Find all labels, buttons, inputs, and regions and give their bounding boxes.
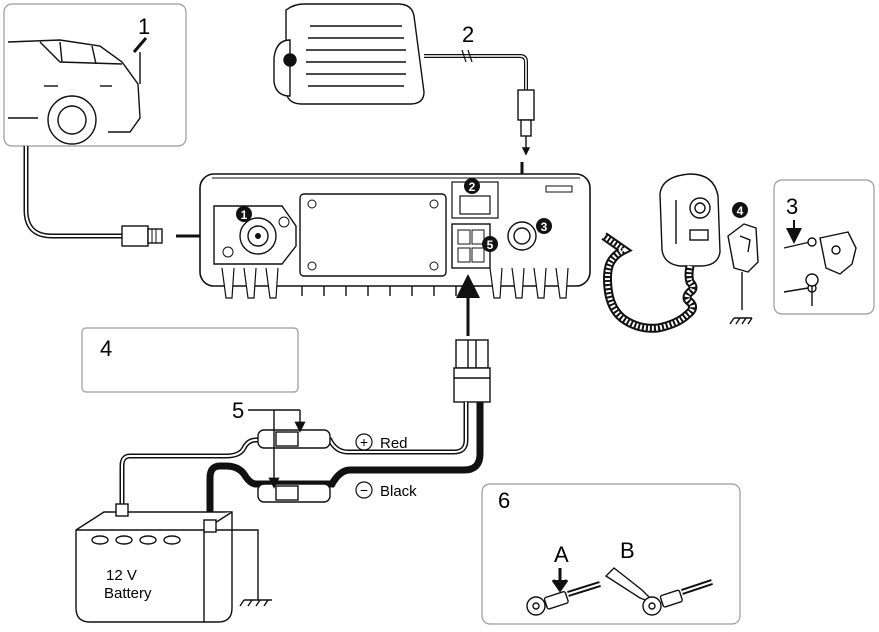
antenna-connector-icon xyxy=(121,225,163,247)
callout-5: 5 xyxy=(232,398,244,423)
ground-icon xyxy=(216,529,272,607)
svg-text:4: 4 xyxy=(737,204,744,218)
bracket-icon xyxy=(805,231,857,306)
svg-text:3: 3 xyxy=(541,220,548,234)
callout-5-leaders xyxy=(248,409,306,489)
battery-icon xyxy=(75,503,233,623)
callout-3: 3 xyxy=(786,194,798,219)
svg-text:2: 2 xyxy=(469,180,476,194)
bracket-panel: 3 xyxy=(773,179,875,315)
crimp-terminal-icon xyxy=(526,581,601,616)
black-wire-label: − Black xyxy=(355,481,417,500)
car-antenna-panel: 1 xyxy=(3,3,187,147)
speaker-cable xyxy=(424,54,528,90)
terminal-panel: 6 A B xyxy=(481,483,741,625)
svg-text:−: − xyxy=(360,482,368,498)
svg-text:+: + xyxy=(360,434,368,450)
antenna-icon xyxy=(132,37,148,53)
badge-4: 4 xyxy=(732,202,748,218)
speaker-plug-icon xyxy=(517,89,535,156)
note-box-4: 4 xyxy=(81,327,299,393)
svg-text:Red: Red xyxy=(380,435,408,452)
soldering-iron-icon xyxy=(604,567,713,616)
badge-5: 5 xyxy=(482,236,498,252)
badge-3: 3 xyxy=(536,218,552,234)
dc-connector-icon xyxy=(453,339,491,403)
crimp-label-b: B xyxy=(620,538,635,563)
crimp-label-a: A xyxy=(554,542,569,567)
antenna-cable xyxy=(23,146,124,239)
mic-hanger-icon xyxy=(727,223,759,325)
svg-text:5: 5 xyxy=(487,238,494,252)
callout-2: 2 xyxy=(462,22,474,47)
car-icon xyxy=(7,39,141,145)
callout-6: 6 xyxy=(498,488,510,513)
battery-voltage: 12 V xyxy=(106,567,137,584)
mic-coiled-cord xyxy=(601,232,698,333)
badge-1: 1 xyxy=(236,206,252,222)
svg-text:1: 1 xyxy=(241,208,248,222)
radio-unit-icon xyxy=(199,173,591,299)
fuse-holder-icon xyxy=(257,429,331,503)
callout-4: 4 xyxy=(100,336,112,361)
badge-2: 2 xyxy=(464,178,480,194)
red-wire-label: + Red xyxy=(355,433,408,452)
microphone-icon xyxy=(659,173,721,267)
battery-label: Battery xyxy=(104,585,152,602)
svg-text:Black: Black xyxy=(380,483,417,500)
black-power-wire xyxy=(206,402,484,520)
external-speaker-icon xyxy=(273,3,425,105)
callout-1: 1 xyxy=(138,14,150,39)
